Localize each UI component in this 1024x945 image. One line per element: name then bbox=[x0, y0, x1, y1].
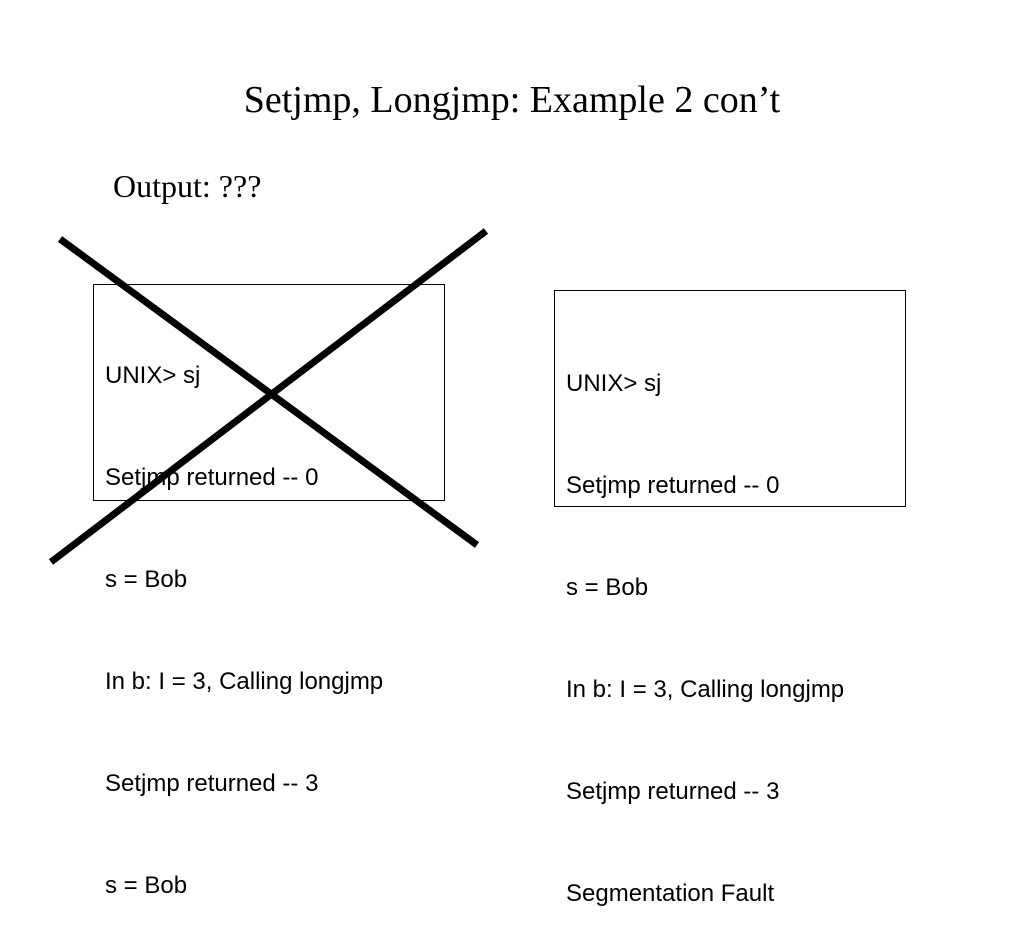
terminal-line: In b: I = 3, Calling longjmp bbox=[105, 668, 384, 695]
terminal-line: Setjmp returned -- 0 bbox=[566, 472, 780, 499]
terminal-line: s = Bob bbox=[105, 566, 188, 593]
slide-title: Setjmp, Longjmp: Example 2 con’t bbox=[243, 79, 781, 121]
terminal-line: In b: I = 3, Calling longjmp bbox=[566, 676, 845, 703]
incorrect-output-box: UNIX> sj Setjmp returned -- 0 s = Bob In… bbox=[93, 284, 445, 899]
terminal-line: Setjmp returned -- 0 bbox=[105, 464, 319, 491]
correct-output-box: UNIX> sj Setjmp returned -- 0 s = Bob In… bbox=[554, 290, 906, 907]
output-prompt: Output: ??? bbox=[113, 168, 262, 204]
terminal-line: UNIX> sj bbox=[566, 370, 662, 397]
terminal-line: s = Bob bbox=[566, 574, 649, 601]
terminal-line: Setjmp returned -- 3 bbox=[105, 770, 319, 797]
terminal-line: UNIX> sj bbox=[105, 362, 201, 389]
terminal-line: Segmentation Fault bbox=[566, 880, 775, 907]
terminal-line: Setjmp returned -- 3 bbox=[566, 778, 780, 805]
terminal-line: s = Bob bbox=[105, 872, 188, 899]
